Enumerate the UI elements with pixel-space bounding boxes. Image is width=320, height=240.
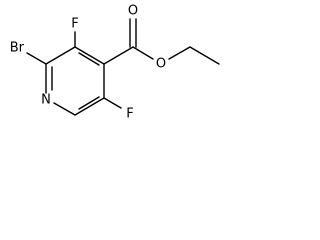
atom-ester-oxygen: O [156, 57, 166, 72]
bond-c6-n1 [53, 102, 76, 116]
bond-carbonyl-c-ester-o [132, 46, 154, 60]
bond-ch2-ch3 [189, 46, 220, 65]
bond-c5-c6 [74, 97, 105, 116]
bond-c4-carbonyl-c [103, 46, 134, 65]
pyridine-ring [45, 46, 105, 116]
chemical-structure: Br F F N O O [10, 4, 220, 122]
substituent-bonds [26, 18, 220, 109]
bond-c2-c3 [45, 46, 76, 65]
atom-labels: Br F F N O O [10, 4, 166, 122]
atom-fluorine-top: F [71, 17, 78, 32]
bond-c2-br [26, 52, 47, 65]
atom-bromine: Br [10, 41, 25, 56]
bond-ester-o-ch2 [168, 46, 191, 60]
atom-ring-nitrogen: N [41, 93, 51, 108]
bond-c5-c6-inner [78, 96, 100, 110]
bond-c3-c4 [74, 46, 105, 65]
atom-carbonyl-oxygen: O [128, 4, 138, 19]
atom-fluorine-bottom: F [126, 107, 133, 122]
bond-c5-f [103, 97, 122, 109]
bond-c3-c4-inner [78, 52, 100, 66]
